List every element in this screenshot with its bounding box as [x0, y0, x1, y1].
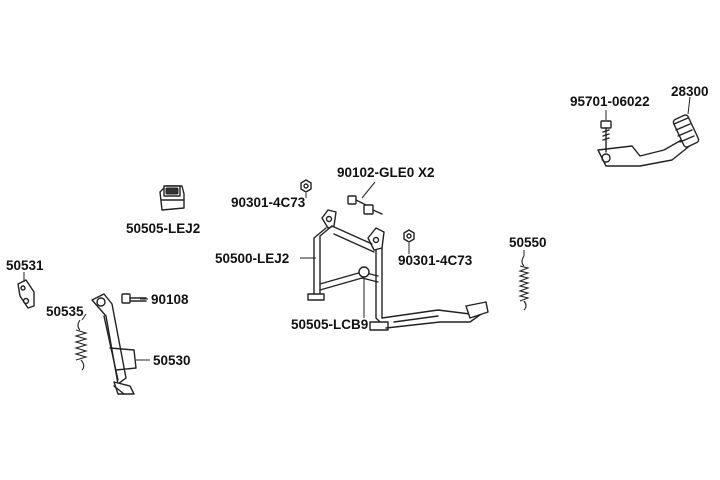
- bolt-90102-b: [363, 204, 383, 215]
- label-28300: 28300: [671, 84, 709, 99]
- bolt-90108: [121, 293, 147, 304]
- label-50500-lej2: 50500-LEJ2: [215, 251, 289, 266]
- kick-lever-bolt: [600, 120, 612, 153]
- spring-50550: [518, 255, 530, 311]
- nut-90301-right: [403, 229, 415, 243]
- label-50530: 50530: [153, 353, 191, 368]
- kick-starter-lever: [597, 114, 700, 167]
- rubber-block-50505-lej2: [159, 185, 185, 211]
- label-50505-lcb9: 50505-LCB9: [291, 317, 368, 332]
- stopper-50505-lcb9: [358, 266, 370, 318]
- label-90301-4c73-right: 90301-4C73: [398, 253, 473, 268]
- label-90108: 90108: [151, 292, 189, 307]
- label-90301-4c73-top: 90301-4C73: [231, 195, 306, 210]
- nut-90301-top: [300, 179, 312, 193]
- spring-50535: [74, 319, 88, 371]
- label-95701-06022: 95701-06022: [570, 94, 650, 109]
- label-90102-gle0-x2: 90102-GLE0 X2: [337, 165, 435, 180]
- label-50535: 50535: [46, 304, 84, 319]
- label-50550: 50550: [509, 235, 547, 250]
- plate-50531: [17, 279, 35, 309]
- label-50531: 50531: [6, 258, 44, 273]
- label-50505-lej2: 50505-LEJ2: [126, 221, 200, 236]
- main-stand: [307, 209, 489, 331]
- side-stand-50530: [91, 293, 137, 395]
